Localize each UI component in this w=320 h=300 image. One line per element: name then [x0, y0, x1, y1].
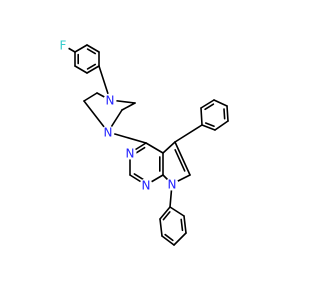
bond-C4a-C5 — [162, 141, 176, 154]
bond-B1-B2 — [201, 124, 216, 131]
pyrrole-nitrogen-7-label: N — [168, 178, 177, 192]
bond-C2r-C3r — [159, 218, 163, 237]
pyrimidine-nitrogen-3-label: N — [126, 147, 135, 161]
bond-C5r-C6r — [183, 215, 187, 234]
bond-C6r-C1 — [169, 206, 185, 217]
pyrimidine-nitrogen-1-label-background — [139, 178, 153, 192]
pyrrole-nitrogen-7-label-background — [165, 177, 179, 191]
bond-C5-B1 — [174, 124, 203, 143]
bond-A2-A3 — [74, 65, 88, 74]
bond-inner-C5-C6 — [174, 149, 186, 172]
bond-inner-A5-A6 — [86, 48, 97, 55]
bond-A3-A4 — [86, 65, 100, 74]
bond-inner-A3-A4 — [86, 63, 97, 70]
bond-B5-B6 — [200, 99, 215, 109]
fluorine-atom-label-background — [56, 38, 70, 52]
piperazine-nitrogen-bottom-label-background — [101, 125, 115, 139]
bond-C3r-C4r — [161, 235, 175, 246]
bond-inner-C3r-C4r — [164, 233, 174, 242]
bond-C5-C6 — [174, 141, 191, 176]
bond-A6-A1 — [74, 44, 88, 53]
bond-C1-C2r — [159, 206, 171, 220]
pyrimidine-nitrogen-1-label: N — [142, 179, 151, 193]
piperazine-nitrogen-top-label: N — [106, 94, 115, 108]
bond-B6-B1 — [200, 107, 203, 126]
fluorine-atom-label: F — [60, 39, 67, 53]
bond-B4-B5 — [213, 99, 228, 107]
bond-C4a-C4 — [145, 142, 164, 154]
bonds-layer — [62, 44, 229, 246]
bond-Pa-Pb — [83, 92, 98, 102]
pyrimidine-nitrogen-3-label-background — [123, 146, 137, 160]
piperazine-nitrogen-bottom-label: N — [104, 126, 113, 140]
bond-Pd-Pe — [121, 102, 136, 111]
bond-inner-C5r-C6r — [180, 218, 184, 232]
bond-C4r-C5r — [173, 232, 187, 246]
bond-N4-C4 — [107, 131, 147, 144]
piperazine-nitrogen-top-label-background — [103, 93, 117, 107]
bond-inner-B5-B6 — [204, 103, 215, 111]
bond-B3-B4 — [226, 105, 229, 122]
bond-inner-B3-B4 — [223, 108, 226, 120]
bond-Pb-N4 — [83, 100, 109, 133]
bond-A5-A6 — [86, 44, 100, 53]
bond-inner-C1-C2r — [162, 211, 171, 221]
bond-inner-B1-B2 — [204, 122, 215, 128]
bond-B2-B3 — [214, 120, 229, 131]
